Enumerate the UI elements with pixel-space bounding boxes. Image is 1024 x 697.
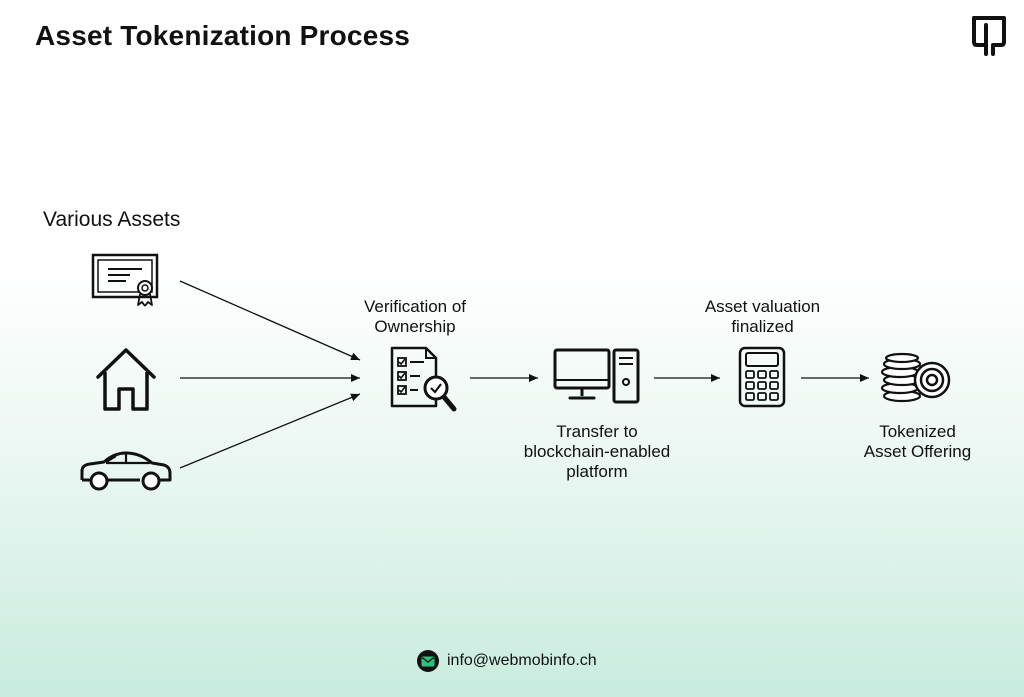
house-icon: [96, 348, 156, 411]
assets-section-label: Various Assets: [43, 208, 181, 231]
arrow-car-to-verification: [179, 393, 361, 469]
page-title: Asset Tokenization Process: [35, 20, 411, 51]
arrow-certificate-to-verification: [179, 280, 361, 361]
desktop-computer-icon: [553, 348, 640, 404]
coin-stack-icon: [880, 352, 951, 403]
step-verification-label: Verification of Ownership: [363, 297, 467, 336]
car-icon: [80, 451, 172, 491]
certificate-icon: [91, 253, 159, 307]
contact-email-text[interactable]: info@webmobinfo.ch: [447, 652, 597, 669]
step-valuation-label: Asset valuation finalized: [704, 297, 821, 336]
brand-logo-icon: [972, 16, 1006, 56]
step-offering-label: Tokenized Asset Offering: [863, 422, 972, 461]
step-transfer-label: Transfer to blockchain-enabled platform: [523, 422, 671, 481]
mail-icon: [417, 650, 439, 672]
document-checklist-magnifier-icon: [390, 346, 457, 412]
calculator-icon: [738, 346, 786, 408]
contact-email[interactable]: info@webmobinfo.ch: [417, 650, 597, 672]
